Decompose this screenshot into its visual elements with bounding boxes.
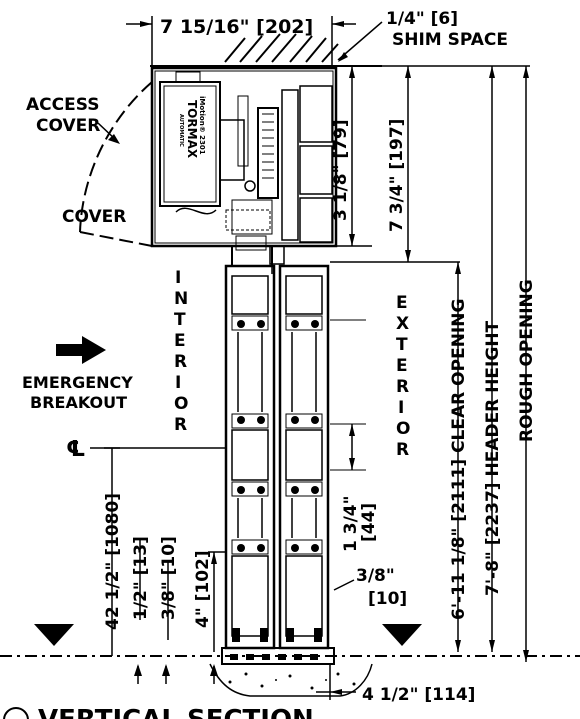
svg-text:X: X (396, 314, 409, 334)
dim-10-right-leader (333, 579, 355, 591)
svg-text:I: I (398, 398, 404, 418)
dim-197-label: 7 3/4" [197] (387, 119, 407, 232)
dim-header-height-label: 7'-8" [2237] HEADER HEIGHT (483, 320, 503, 596)
shim-dim-label: 1/4" [6] (386, 9, 458, 29)
exterior-label: E X T E R I O R (396, 293, 410, 460)
dim-114-label: 4 1/2" [114] (362, 685, 475, 705)
model-label: iMotion® 2301 (198, 96, 206, 155)
access-cover-swing-arc (79, 81, 153, 233)
dim-1080-label: 42 1/2" [1080] (103, 493, 123, 630)
emergency-label-2: BREAKOUT (30, 393, 127, 412)
dim-10-left-label: 3/8" [10] (159, 536, 179, 620)
structure-hatch (224, 33, 339, 63)
svg-text:O: O (174, 394, 188, 414)
dim-10-right-label-1: 3/8" (356, 566, 395, 586)
dim-44-label-2: [44] (359, 503, 379, 542)
access-cover-label-2: COVER (36, 116, 100, 136)
cover-label: COVER (62, 207, 126, 227)
right-dimension-lines (278, 65, 530, 662)
svg-text:E: E (174, 331, 186, 351)
emergency-label-1: EMERGENCY (22, 373, 133, 392)
dim-10-right-label-2: [10] (368, 589, 407, 609)
svg-text:T: T (174, 310, 186, 330)
svg-text:R: R (174, 352, 187, 372)
svg-text:I: I (175, 268, 181, 288)
dim-102-label: 4" [102] (193, 550, 213, 628)
brand-subtitle: AUTOMATIC (178, 114, 184, 147)
emergency-arrow-icon (56, 336, 106, 364)
section-marker-icon (3, 707, 29, 719)
centerline-symbol: ℄ (66, 437, 86, 462)
svg-text:I: I (175, 373, 181, 393)
shim-text-label: SHIM SPACE (392, 30, 508, 50)
svg-text:E: E (396, 356, 408, 376)
concrete-slab-outline (209, 663, 373, 697)
section-title: VERTICAL SECTION (38, 705, 314, 719)
interior-label: I N T E R I O R (174, 268, 188, 435)
brand-logo-text: TORMAX (185, 100, 199, 159)
dim-44-label-1: 1 3/4" (341, 496, 361, 552)
door-panel-exterior (278, 264, 330, 650)
svg-text:R: R (396, 440, 409, 460)
floor-marker-right-icon (382, 624, 422, 646)
floor-marker-left-icon (34, 624, 74, 646)
dim-13-label: 1/2" [13] (131, 536, 151, 620)
header-enclosure (150, 66, 338, 251)
operator-unit (159, 81, 279, 231)
top-width-label: 7 15/16" [202] (160, 16, 313, 38)
dim-rough-opening-label: ROUGH OPENING (517, 279, 537, 442)
svg-text:E: E (396, 293, 408, 313)
svg-text:O: O (396, 419, 410, 439)
access-cover-label-1: ACCESS (26, 95, 99, 115)
shim-leader (337, 21, 383, 62)
access-cover-swing-base (79, 231, 153, 247)
svg-text:T: T (396, 335, 408, 355)
dim-clear-opening-label: 6'-11 1/8" [2111] CLEAR OPENING (449, 299, 469, 620)
threshold-track (221, 647, 335, 665)
dim-79-label: 3 1/8" [79] (331, 119, 351, 221)
svg-text:N: N (174, 289, 188, 309)
bottom-width-dimension (316, 664, 356, 700)
svg-text:R: R (396, 377, 409, 397)
concrete-texture (228, 672, 356, 690)
top-width-dimension (126, 16, 356, 66)
door-panel-interior (224, 264, 276, 650)
svg-text:R: R (174, 415, 187, 435)
